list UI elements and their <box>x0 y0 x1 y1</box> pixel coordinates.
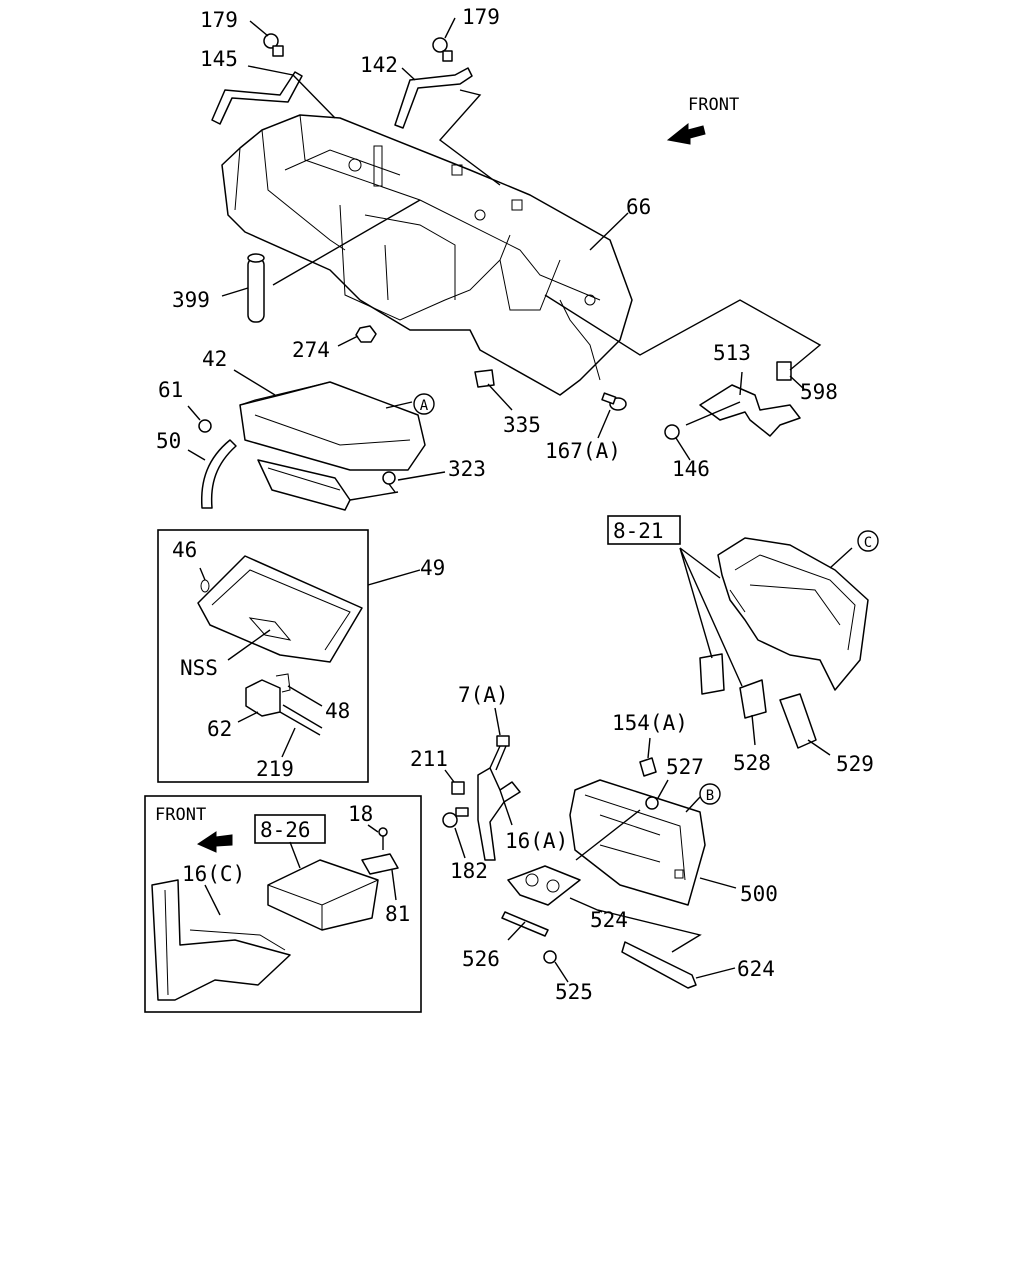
callout-524: 524 <box>590 908 628 932</box>
switch-left <box>699 653 725 695</box>
callout-46: 46 <box>172 538 197 562</box>
front-arrow-icon <box>196 831 233 853</box>
clip-598 <box>776 361 792 381</box>
callout-145: 145 <box>200 47 238 71</box>
bolt-179-left <box>263 33 284 57</box>
switch-528 <box>739 679 767 719</box>
callout-66: 66 <box>626 195 651 219</box>
ref-8-26: 8-26 <box>260 818 311 842</box>
instrument-panel-frame <box>221 114 633 396</box>
front-label-top: FRONT <box>688 95 739 115</box>
svg-text:A: A <box>420 398 429 414</box>
callout-16a: 16(A) <box>505 829 568 853</box>
callout-179-right: 179 <box>462 5 500 29</box>
callout-62: 62 <box>207 717 232 741</box>
leader-lines <box>187 17 853 983</box>
cup-holder-524 <box>507 865 581 906</box>
callout-50: 50 <box>156 429 181 453</box>
inset-box-glove-box-assembly <box>157 529 369 783</box>
ref-box-8-21 <box>607 515 681 545</box>
front-label-inset: FRONT <box>155 805 206 825</box>
callout-525: 525 <box>555 980 593 1004</box>
callout-179-left: 179 <box>200 8 238 32</box>
circled-letter-b-icon: B <box>699 783 721 805</box>
callout-7a: 7(A) <box>458 683 509 707</box>
callout-49: 49 <box>420 556 445 580</box>
circled-letter-c-icon: C <box>857 530 879 552</box>
latch-assembly <box>245 673 323 736</box>
nut-274 <box>355 325 377 343</box>
screw-525 <box>543 950 557 964</box>
callout-399: 399 <box>172 288 210 312</box>
control-unit <box>267 859 379 931</box>
screw-323 <box>382 471 396 493</box>
bolt-182 <box>442 807 469 828</box>
switch-panel-529 <box>779 693 817 749</box>
callout-81: 81 <box>385 902 410 926</box>
cluster-bezel <box>717 537 869 691</box>
screw-61 <box>198 419 212 433</box>
front-indicator-top: FRONT <box>666 95 739 145</box>
bolt-167 <box>601 392 627 411</box>
callout-labels: 179 179 145 142 66 399 274 42 61 50 323 … <box>156 5 874 1004</box>
callout-528: 528 <box>733 751 771 775</box>
strip-624 <box>621 941 697 989</box>
callout-527: 527 <box>666 755 704 779</box>
clip-335 <box>474 369 495 388</box>
callout-274: 274 <box>292 338 330 362</box>
inset-box-control-unit <box>144 795 422 1013</box>
bolt-179-right <box>432 37 453 62</box>
bracket-142 <box>394 67 473 129</box>
callout-167a: 167(A) <box>545 439 621 463</box>
callout-526: 526 <box>462 947 500 971</box>
screw-18 <box>378 827 388 850</box>
callout-61: 61 <box>158 378 183 402</box>
nut-527 <box>645 796 659 810</box>
ref-box-8-26 <box>254 814 326 844</box>
svg-text:B: B <box>706 788 714 804</box>
glove-box-lid-49 <box>197 555 363 663</box>
screw-146 <box>664 424 680 440</box>
bracket-145 <box>211 71 303 125</box>
bracket-81 <box>361 853 399 875</box>
ref-8-21: 8-21 <box>613 519 664 543</box>
callout-146: 146 <box>672 457 710 481</box>
callout-624: 624 <box>737 957 775 981</box>
bracket-513 <box>699 384 801 437</box>
strip-50 <box>200 439 237 509</box>
callout-529: 529 <box>836 752 874 776</box>
clip-154a <box>639 757 657 777</box>
callout-211: 211 <box>410 747 448 771</box>
callout-335: 335 <box>503 413 541 437</box>
strip-526 <box>501 911 549 937</box>
callout-598: 598 <box>800 380 838 404</box>
circled-letter-a-icon: A <box>413 393 435 415</box>
glove-box-42 <box>239 381 426 511</box>
bolt-7a <box>489 735 510 771</box>
callout-16c: 16(C) <box>182 862 245 886</box>
callout-182: 182 <box>450 859 488 883</box>
callout-142: 142 <box>360 53 398 77</box>
nut-211 <box>451 781 465 795</box>
front-indicator-inset: FRONT <box>155 805 233 853</box>
callout-323: 323 <box>448 457 486 481</box>
center-panel-500 <box>569 779 706 906</box>
callout-nss: NSS <box>180 656 218 680</box>
callout-154a: 154(A) <box>612 711 688 735</box>
spacer-pipe-399 <box>247 253 265 323</box>
svg-text:C: C <box>864 535 872 551</box>
callout-219: 219 <box>256 757 294 781</box>
callout-48: 48 <box>325 699 350 723</box>
front-arrow-icon <box>666 122 706 145</box>
callout-18: 18 <box>348 802 373 826</box>
callout-42: 42 <box>202 347 227 371</box>
bracket-16c <box>151 879 291 1001</box>
callout-513: 513 <box>713 341 751 365</box>
callout-500: 500 <box>740 882 778 906</box>
